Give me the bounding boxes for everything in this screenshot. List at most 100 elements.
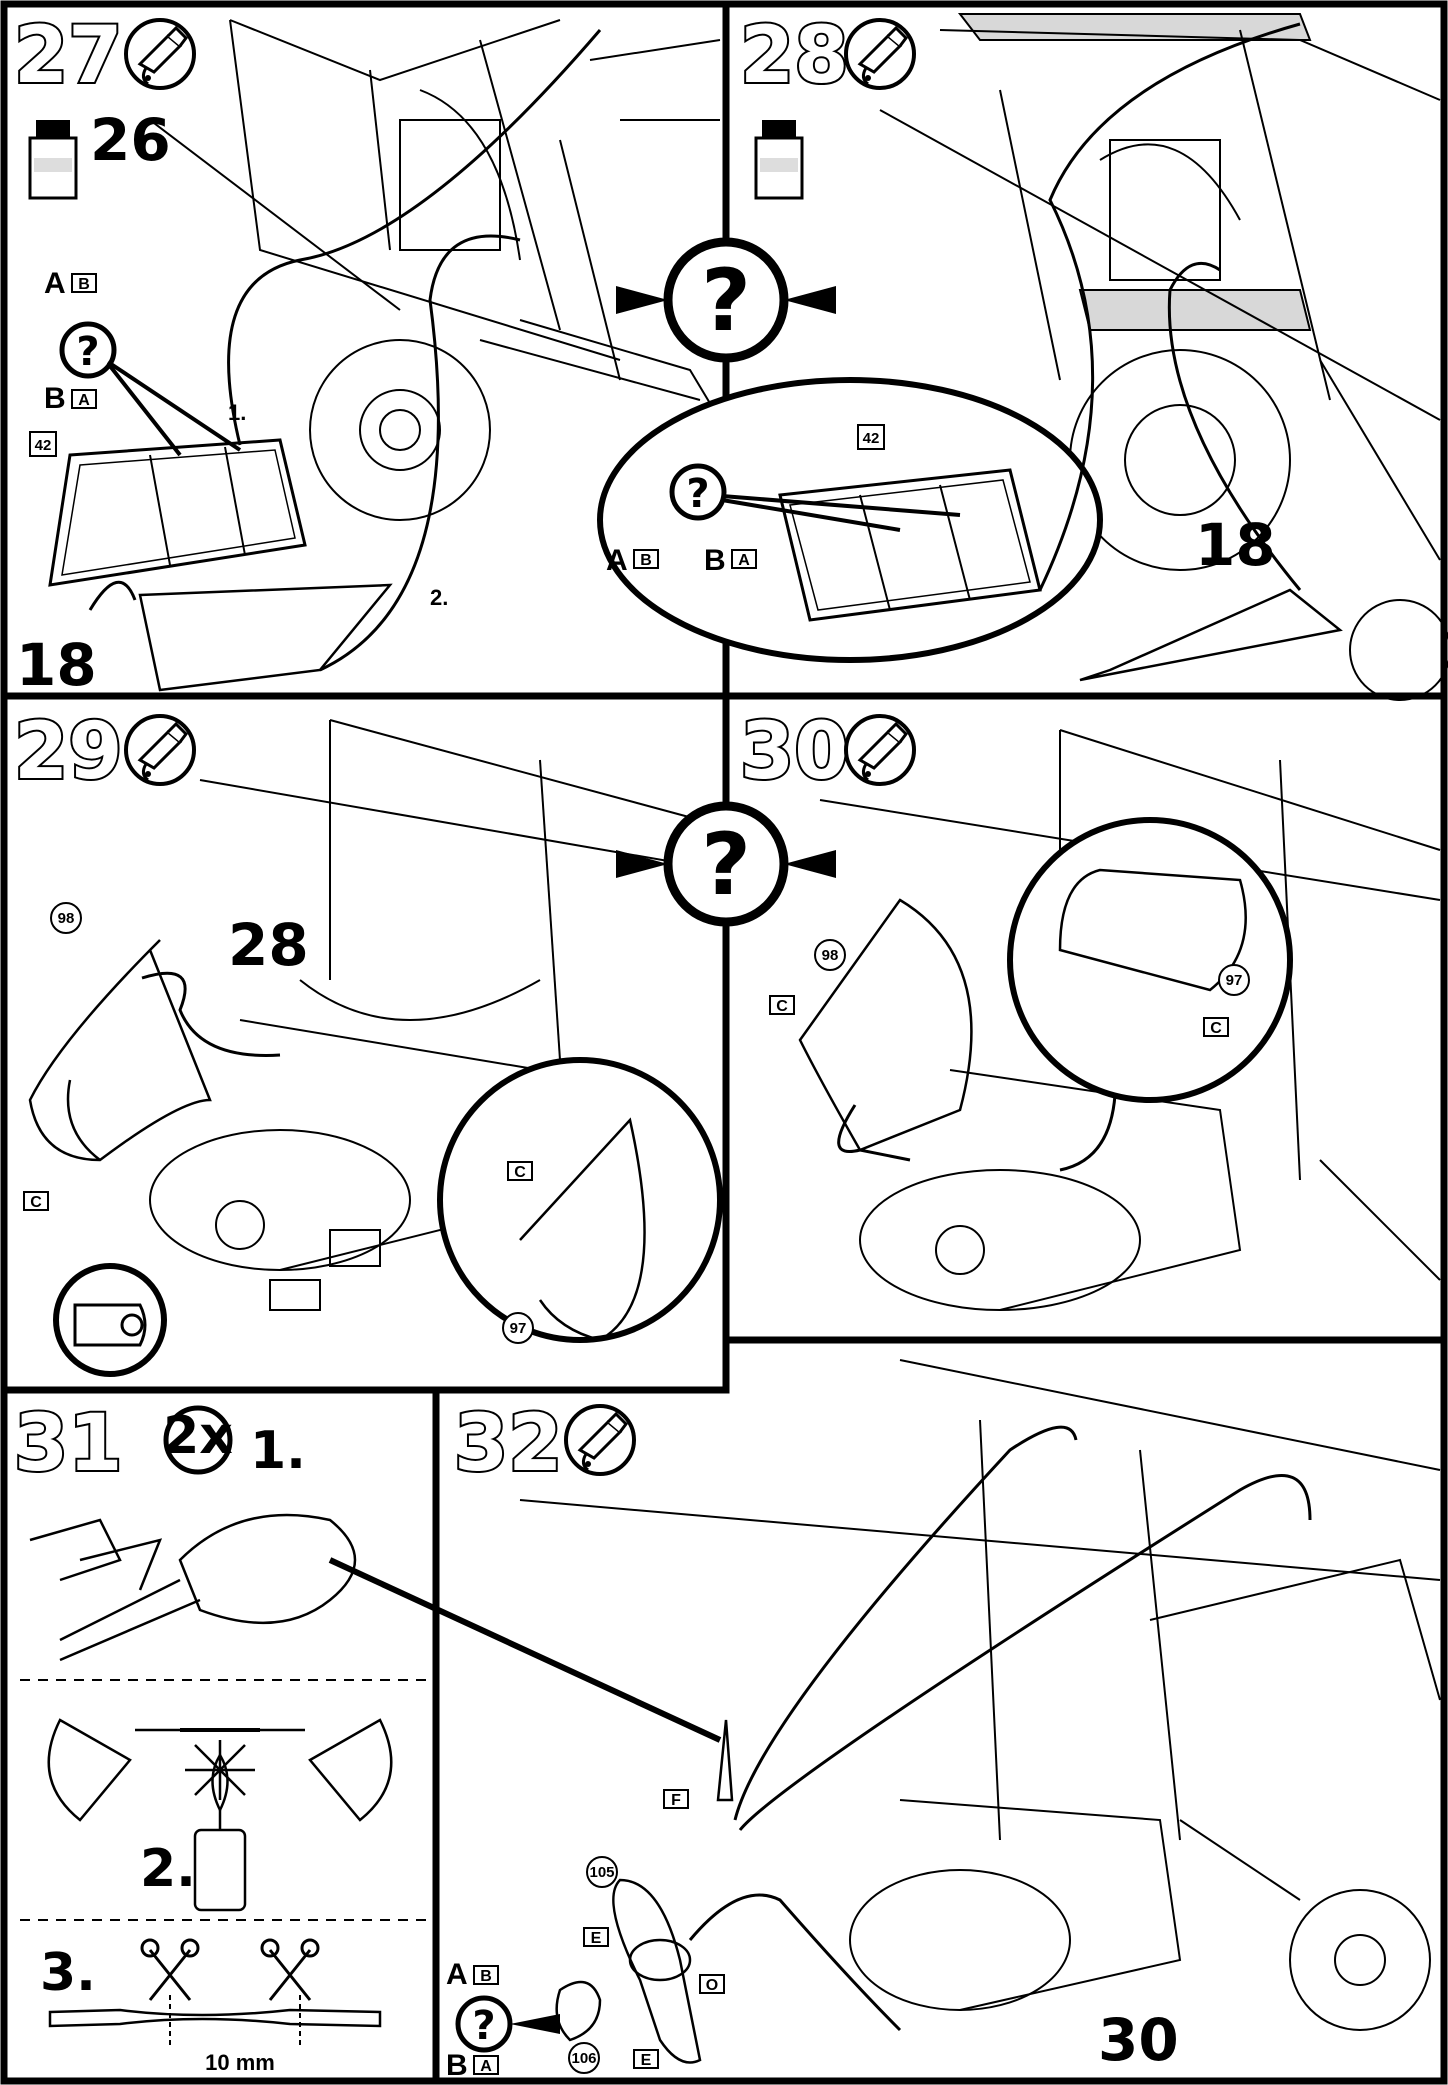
- step-30-aircraft-illustration: [819, 729, 1441, 1311]
- step-27-number: 27: [14, 11, 123, 101]
- detail-callout-28: 42 A B B A: [597, 377, 1103, 663]
- tag-29-c-detail: C: [514, 1164, 526, 1181]
- step-28-panel: 28 42: [597, 9, 1448, 701]
- option-32-a-letter: A: [446, 1958, 468, 1991]
- option-selector-27: A B B A: [44, 267, 242, 457]
- tag-29-c: C: [30, 1194, 42, 1211]
- option-27-a-tag: B: [78, 276, 90, 293]
- assembly-arrow-27a: [88, 580, 137, 611]
- step-27-aircraft-illustration: [149, 19, 721, 521]
- substep-31-1: 1.: [250, 1421, 306, 1481]
- assembly-arrow-28b: [1167, 261, 1302, 591]
- part-42-label-28: 42: [863, 430, 880, 447]
- tag-32-f: F: [671, 1792, 681, 1809]
- glue-tube-icon: [564, 1404, 636, 1476]
- detail-callout-29: C 97: [437, 1057, 723, 1344]
- detail-callout-30: 97 C: [1007, 817, 1293, 1103]
- question-option-icon: [458, 1998, 510, 2050]
- part-97-label: 97: [510, 1320, 527, 1337]
- part-98-cowl-30: [798, 898, 973, 1152]
- option-32-a-tag: B: [480, 1968, 492, 1985]
- part-105-label: 105: [589, 1864, 614, 1881]
- option-28-a-letter: A: [606, 544, 628, 577]
- assembly-ref-30: 30: [1098, 2006, 1179, 2074]
- question-compare-icon: [616, 242, 836, 358]
- stretched-sprue: [48, 2008, 382, 2028]
- part-105-propeller: [612, 1878, 702, 2064]
- option-27-b-tag: A: [78, 392, 90, 409]
- step-28-aircraft-illustration: [879, 13, 1448, 701]
- glue-tube-icon: [844, 714, 916, 786]
- step-30-panel: 30 98 C 97 C: [738, 705, 1441, 1311]
- tag-32-o: O: [706, 1977, 718, 1994]
- step-32-number: 32: [454, 1399, 563, 1489]
- step-27-panel: 27 26: [12, 9, 721, 699]
- glue-tube-icon: [124, 18, 196, 90]
- question-option-icon: [672, 466, 724, 518]
- part-18-panel: [138, 583, 393, 692]
- assembly-arrow-27c: [227, 29, 602, 446]
- option-28-a-tag: B: [640, 552, 652, 569]
- step-31-panel: 31 2x 1. 2. 3.: [12, 1397, 430, 2075]
- assembly-arrow-30b: [1059, 1094, 1117, 1172]
- part-98-cowl: [28, 939, 212, 1162]
- assembly-arrow-29: [141, 971, 281, 1057]
- tape-icon: [53, 1263, 167, 1377]
- glue-tube-icon: [124, 714, 196, 786]
- scissors-icon: [140, 1938, 320, 2001]
- substep-31-2: 2.: [140, 1839, 196, 1899]
- paint-jar-icon: [754, 120, 804, 200]
- option-28-b-letter: B: [704, 544, 726, 577]
- assembly-arrow-30a: [837, 1104, 911, 1162]
- option-32-b-letter: B: [446, 2049, 468, 2082]
- part-97-label-30: 97: [1226, 972, 1243, 989]
- assembly-arrow-28a: [1038, 22, 1301, 591]
- paint-jar-icon: [28, 120, 78, 200]
- part-106-label: 106: [571, 2050, 596, 2067]
- tag-30-c: C: [776, 998, 788, 1015]
- part-106-spinner: [555, 1980, 602, 2042]
- part-42-ref: 42: [29, 431, 57, 457]
- part-42-label: 42: [35, 437, 52, 454]
- multiplier-badge: 2x: [163, 1405, 233, 1475]
- substep-31-3: 3.: [40, 1943, 96, 2003]
- part-f-antenna: F: [663, 1719, 734, 1809]
- assembly-arrow-32c: [688, 1893, 902, 2032]
- step-29-number: 29: [14, 707, 123, 797]
- step-32-panel: 32 F 105 E O: [328, 1359, 1441, 2082]
- candle-icon: [47, 1718, 393, 1912]
- glue-ref-26: 26: [90, 106, 171, 174]
- multiplier-label: 2x: [163, 1406, 233, 1466]
- assembly-arrow-27b: [319, 234, 521, 672]
- option-32-b-tag: A: [480, 2058, 492, 2075]
- glue-tube-icon: [844, 18, 916, 90]
- option-27-b-letter: B: [44, 382, 66, 415]
- question-option-icon: [62, 324, 114, 376]
- part-18-label: 18: [16, 631, 97, 699]
- option-27-a-letter: A: [44, 267, 66, 300]
- fuselage-ref-28: 28: [228, 911, 309, 979]
- part-18-label-28: 18: [1195, 511, 1276, 579]
- measure-label: 10 mm: [205, 2050, 275, 2075]
- tag-30-c-detail: C: [1210, 1020, 1222, 1037]
- tag-32-e-bottom: E: [641, 2052, 652, 2069]
- option-selector-32: A B B A: [446, 1958, 560, 2082]
- tag-32-e-top: E: [591, 1930, 602, 1947]
- step-28-number: 28: [740, 11, 849, 101]
- step-30-number: 30: [740, 707, 849, 797]
- part-98-label-30: 98: [822, 947, 839, 964]
- substep-27-2: 2.: [430, 585, 448, 610]
- option-28-b-tag: A: [738, 552, 750, 569]
- step-32-aircraft-illustration: [328, 1359, 1441, 2031]
- step-31-number: 31: [14, 1399, 123, 1489]
- assembly-arrow-32b: [738, 1474, 1312, 1831]
- assembly-arrow-32a: [733, 1425, 1078, 1821]
- sprue-cutting-illustration: [29, 1513, 357, 1662]
- part-98-label: 98: [58, 910, 75, 927]
- question-compare-icon: [616, 806, 836, 922]
- part-42-window: [48, 438, 307, 587]
- step-29-panel: 29 98 C 28 C: [12, 705, 836, 1377]
- step-29-aircraft-illustration: [149, 719, 721, 1311]
